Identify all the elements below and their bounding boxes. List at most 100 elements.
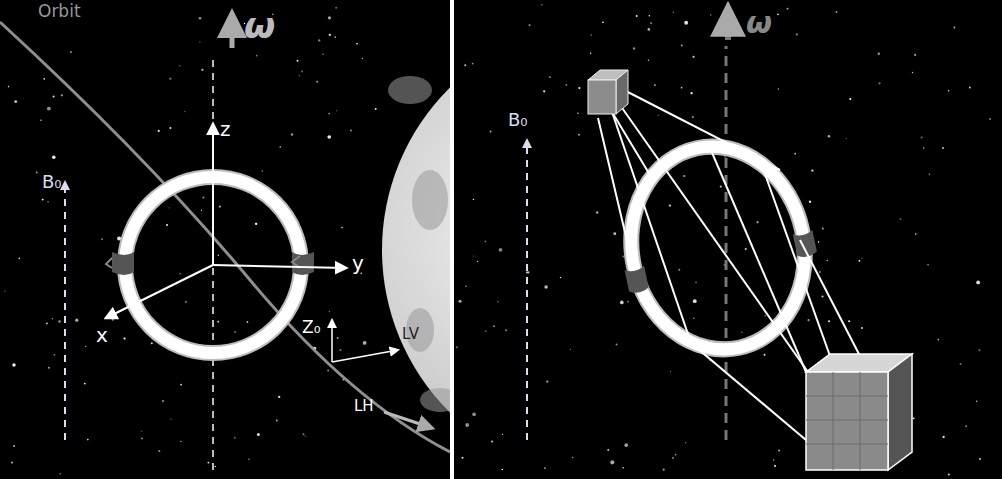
earth-clouds bbox=[388, 76, 450, 412]
star bbox=[777, 13, 779, 15]
star bbox=[616, 344, 618, 346]
star bbox=[818, 241, 820, 243]
star bbox=[577, 112, 579, 114]
star bbox=[322, 53, 324, 55]
star bbox=[570, 349, 571, 350]
spin-axis bbox=[725, 46, 728, 440]
star bbox=[166, 224, 168, 226]
star bbox=[821, 295, 823, 297]
star bbox=[465, 285, 467, 287]
star bbox=[276, 420, 278, 422]
star bbox=[654, 84, 656, 86]
star bbox=[681, 45, 683, 47]
star bbox=[610, 460, 614, 464]
star bbox=[123, 337, 125, 339]
space-panel bbox=[454, 0, 1002, 479]
star bbox=[234, 331, 236, 333]
star bbox=[202, 196, 204, 198]
star bbox=[327, 369, 329, 371]
star bbox=[158, 130, 160, 132]
star bbox=[18, 258, 20, 260]
star bbox=[681, 87, 683, 89]
star bbox=[923, 147, 925, 149]
star bbox=[692, 116, 694, 118]
star bbox=[596, 211, 598, 213]
vector-label: LH bbox=[354, 398, 374, 415]
star bbox=[472, 412, 476, 416]
orbit-path bbox=[0, 22, 450, 452]
star bbox=[199, 17, 202, 20]
star bbox=[491, 440, 493, 442]
star bbox=[578, 87, 580, 89]
star bbox=[490, 131, 492, 133]
vector-label: LV bbox=[402, 326, 419, 343]
star bbox=[633, 47, 635, 49]
star bbox=[912, 72, 913, 73]
star-field bbox=[4, 4, 990, 476]
star bbox=[663, 469, 665, 471]
star bbox=[47, 201, 48, 202]
star bbox=[764, 354, 766, 356]
star bbox=[375, 108, 377, 110]
star bbox=[169, 127, 171, 129]
star bbox=[485, 330, 486, 331]
star bbox=[169, 78, 171, 80]
star bbox=[695, 282, 697, 284]
star bbox=[649, 15, 651, 17]
field-label: B₀ bbox=[42, 172, 62, 192]
star bbox=[937, 339, 939, 341]
star bbox=[303, 433, 305, 435]
star bbox=[14, 100, 17, 103]
star bbox=[316, 81, 318, 83]
star bbox=[623, 467, 625, 469]
axis-label: z bbox=[220, 118, 231, 140]
star bbox=[8, 86, 10, 88]
star bbox=[477, 261, 478, 262]
star bbox=[218, 255, 219, 256]
star bbox=[180, 441, 181, 442]
star bbox=[756, 221, 758, 223]
star bbox=[541, 4, 543, 6]
star bbox=[179, 65, 181, 67]
star bbox=[362, 58, 363, 59]
star bbox=[262, 170, 263, 171]
star bbox=[613, 232, 616, 235]
star bbox=[741, 331, 743, 333]
star bbox=[827, 260, 829, 262]
star bbox=[678, 269, 680, 271]
star bbox=[255, 223, 257, 225]
omega-arrow bbox=[725, 8, 731, 40]
star bbox=[499, 248, 503, 252]
star bbox=[648, 59, 650, 61]
body-axes bbox=[106, 124, 346, 318]
star bbox=[502, 469, 504, 471]
star bbox=[318, 39, 320, 41]
star bbox=[778, 450, 780, 452]
star bbox=[336, 110, 337, 111]
star bbox=[219, 205, 221, 207]
star bbox=[305, 436, 306, 437]
star bbox=[185, 301, 187, 303]
star bbox=[47, 107, 51, 111]
star bbox=[565, 84, 567, 86]
star bbox=[162, 400, 164, 402]
star bbox=[248, 458, 250, 460]
star bbox=[878, 53, 880, 55]
star bbox=[673, 11, 674, 12]
star bbox=[329, 311, 330, 312]
star bbox=[85, 346, 86, 347]
star bbox=[339, 349, 341, 351]
star bbox=[329, 34, 331, 36]
star bbox=[170, 419, 171, 420]
star bbox=[328, 16, 331, 19]
star bbox=[497, 301, 499, 303]
star bbox=[75, 319, 78, 322]
star bbox=[787, 8, 789, 10]
star bbox=[624, 443, 628, 447]
small-satellite bbox=[588, 70, 628, 114]
star bbox=[527, 271, 529, 273]
star bbox=[234, 437, 236, 439]
star bbox=[58, 320, 60, 322]
star bbox=[591, 34, 592, 35]
star bbox=[960, 363, 962, 365]
